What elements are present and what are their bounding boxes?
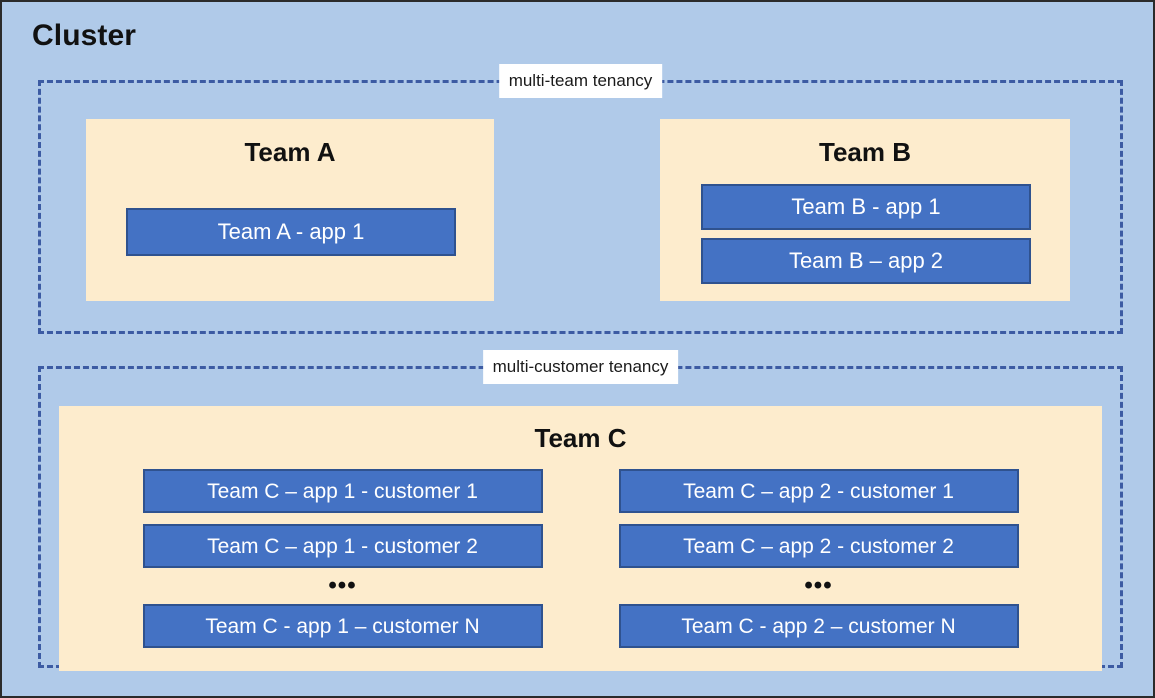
app-list-team-c: Team C – app 1 - customer 1 Team C – app… bbox=[60, 469, 1101, 648]
team-panel-team-a: Team A Team A - app 1 bbox=[86, 119, 494, 301]
tenancy-group-label-multi-customer: multi-customer tenancy bbox=[482, 350, 679, 384]
team-panel-team-b: Team B Team B - app 1 Team B – app 2 bbox=[660, 119, 1070, 301]
team-title-team-c: Team C bbox=[534, 423, 627, 453]
team-title-team-a: Team A bbox=[244, 137, 336, 167]
app-column-team-c-app-1: Team C – app 1 - customer 1 Team C – app… bbox=[142, 469, 543, 648]
tenancy-group-label-multi-team: multi-team tenancy bbox=[498, 64, 663, 98]
tenancy-group-multi-team: multi-team tenancy bbox=[38, 64, 1123, 334]
app-box-team-c-app-2-customer-2[interactable]: Team C – app 2 - customer 2 bbox=[618, 524, 1019, 568]
app-box-team-c-app-2-customer-n[interactable]: Team C - app 2 – customer N bbox=[618, 604, 1019, 648]
app-list-team-a: Team A - app 1 bbox=[126, 208, 456, 256]
app-box-team-b-app-1[interactable]: Team B - app 1 bbox=[701, 184, 1031, 230]
team-title-team-b: Team B bbox=[819, 137, 911, 167]
app-column-team-c-app-2: Team C – app 2 - customer 1 Team C – app… bbox=[618, 469, 1019, 648]
app-box-team-a-app-1[interactable]: Team A - app 1 bbox=[126, 208, 456, 256]
app-box-team-c-app-1-customer-2[interactable]: Team C – app 1 - customer 2 bbox=[142, 524, 543, 568]
ellipsis-team-c-app-2: ••• bbox=[804, 572, 833, 599]
app-box-team-b-app-2[interactable]: Team B – app 2 bbox=[701, 238, 1031, 284]
ellipsis-team-c-app-1: ••• bbox=[328, 572, 357, 599]
app-list-team-b: Team B - app 1 Team B – app 2 bbox=[701, 184, 1031, 284]
app-box-team-c-app-1-customer-1[interactable]: Team C – app 1 - customer 1 bbox=[142, 469, 543, 513]
page-title: Cluster bbox=[32, 19, 137, 52]
team-panel-team-c: Team C Team C – app 1 - customer 1 Team … bbox=[59, 406, 1102, 671]
app-box-team-c-app-2-customer-1[interactable]: Team C – app 2 - customer 1 bbox=[618, 469, 1019, 513]
app-box-team-c-app-1-customer-n[interactable]: Team C - app 1 – customer N bbox=[142, 604, 543, 648]
